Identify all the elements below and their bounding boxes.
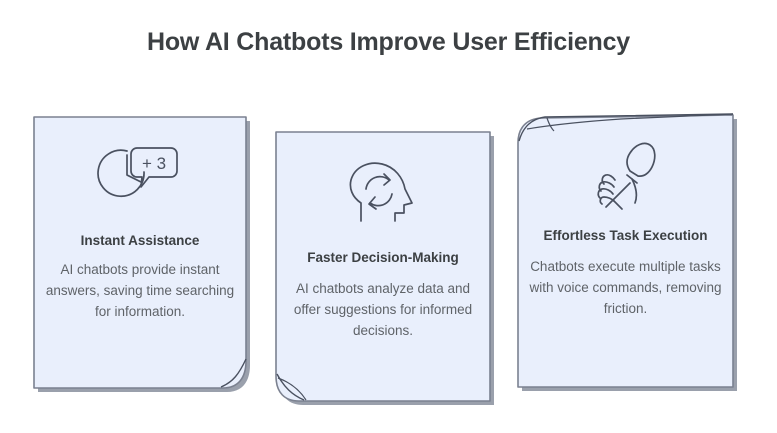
card-body: Chatbots execute multiple tasks with voi… [529, 259, 722, 317]
card-shape-bottom-right-curl [33, 116, 250, 392]
card-heading: Effortless Task Execution [543, 228, 708, 243]
card-instant-assistance[interactable]: + 3 Instant Assistance AI chatbots provi… [33, 116, 250, 392]
card-content: Faster Decision-Making AI chatbots analy… [275, 131, 491, 401]
card-heading: Faster Decision-Making [307, 250, 459, 265]
head-with-refresh-arrows-icon [343, 159, 423, 233]
card-shape-top-left-curl [517, 113, 737, 391]
card-content: Effortless Task Execution Chatbots execu… [517, 113, 734, 388]
card-effortless-task-execution[interactable]: Effortless Task Execution Chatbots execu… [517, 113, 737, 391]
card-body: AI chatbots analyze data and offer sugge… [293, 281, 473, 339]
card-content: + 3 Instant Assistance AI chatbots provi… [33, 116, 247, 389]
card-faster-decision-making[interactable]: Faster Decision-Making AI chatbots analy… [275, 131, 494, 405]
card-heading: Instant Assistance [80, 233, 200, 248]
card-body: AI chatbots provide instant answers, sav… [45, 262, 235, 320]
clock-with-chat-bubble-icon: + 3 [97, 142, 183, 216]
icon-badge-label: + 3 [142, 154, 166, 173]
hand-holding-microphone-icon [586, 139, 666, 213]
page-title: How AI Chatbots Improve User Efficiency [146, 28, 631, 56]
card-shape-bottom-left-curl [275, 131, 494, 405]
